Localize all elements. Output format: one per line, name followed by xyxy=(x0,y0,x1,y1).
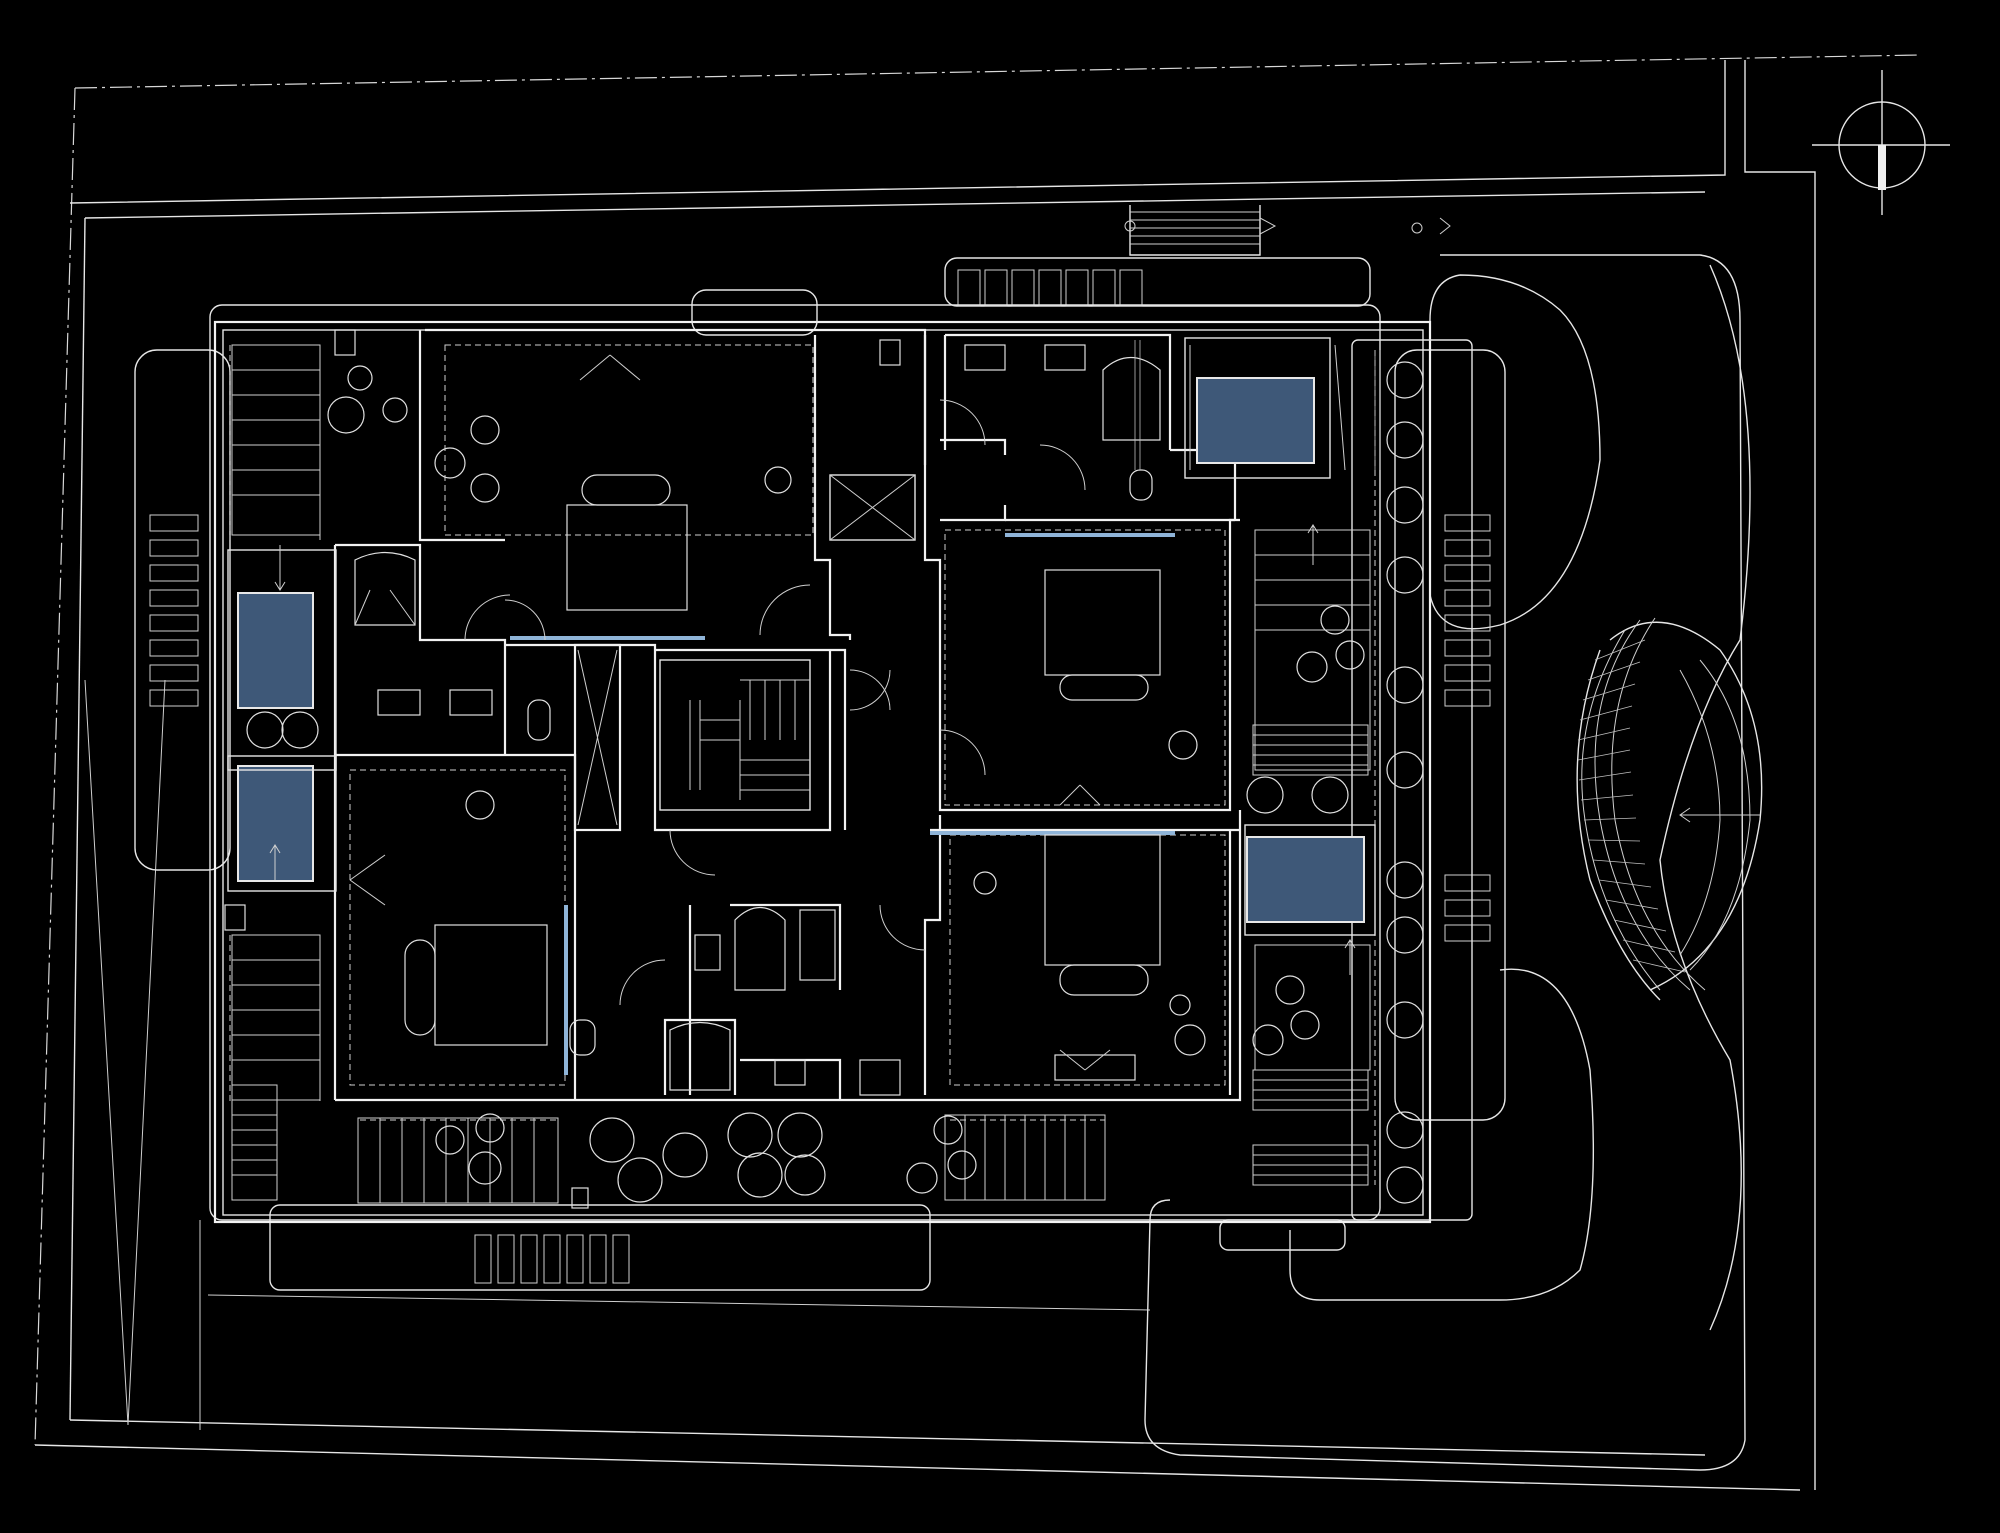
bathrooms xyxy=(224,329,1161,1209)
interior-walls xyxy=(333,328,1242,1102)
pool-1 xyxy=(237,592,314,709)
parking-stalls xyxy=(134,349,1506,1291)
stair-core xyxy=(573,474,916,832)
north-arrow-icon xyxy=(1812,70,1950,215)
wall-hatch xyxy=(1134,340,1381,470)
door-swing-icon xyxy=(349,354,1111,1071)
pool-2 xyxy=(237,765,314,882)
glazing xyxy=(510,533,1175,1075)
entry-stair xyxy=(944,205,1451,307)
landscape-paths xyxy=(1144,254,1763,1471)
bed-symbol-icon xyxy=(404,474,1161,1046)
level-arrows xyxy=(269,524,1356,975)
chair-symbol-icon xyxy=(327,365,1365,1194)
ramp-hatch xyxy=(1577,639,1686,973)
pools xyxy=(227,337,1376,936)
site-boundary xyxy=(34,54,1921,1491)
decking xyxy=(231,344,1371,1204)
tree-symbol-icon xyxy=(246,361,1424,1204)
pool-4 xyxy=(1246,836,1365,923)
pool-3 xyxy=(1196,377,1315,464)
